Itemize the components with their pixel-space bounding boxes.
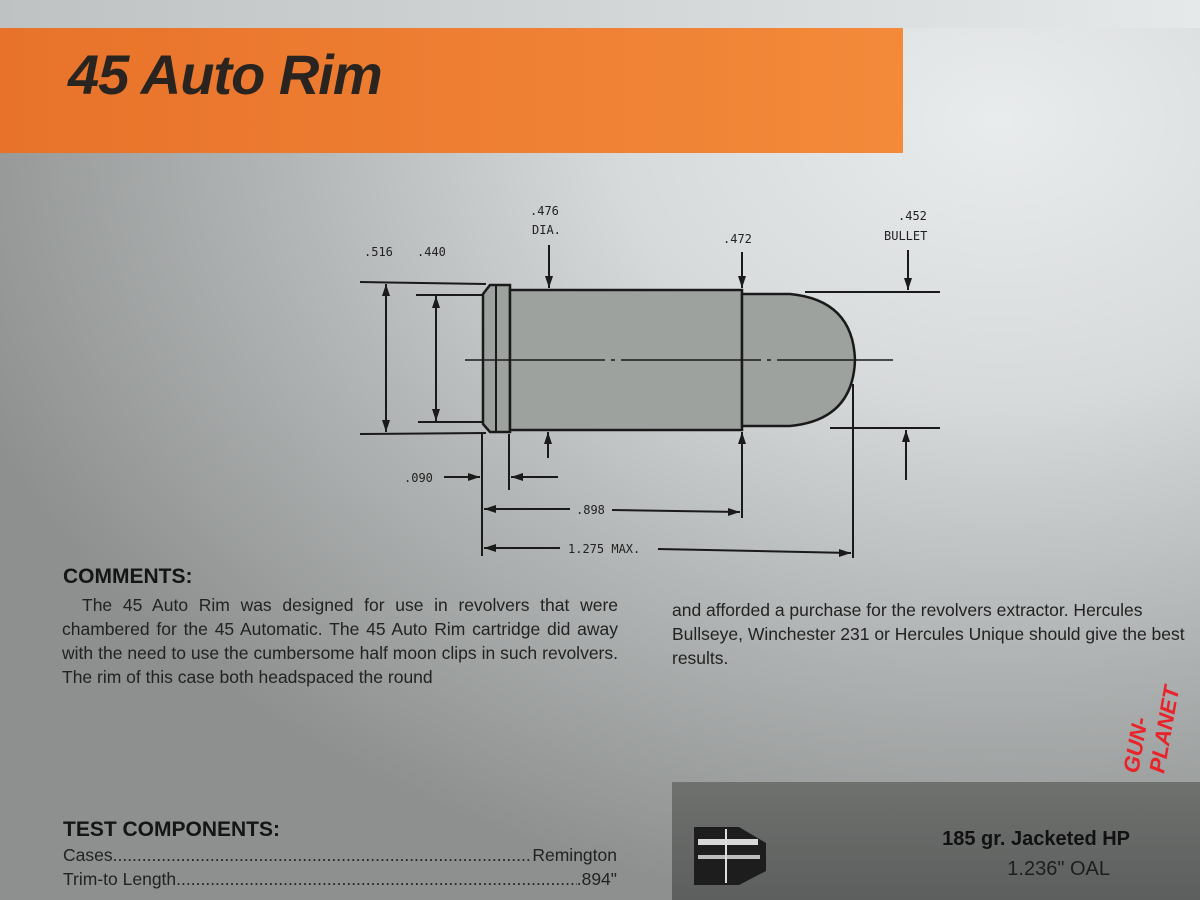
dim-line-case bbox=[611, 509, 741, 513]
component-row: Cases Remington bbox=[63, 845, 617, 866]
dim-line-oal bbox=[657, 548, 852, 554]
dim-case-length: .898 bbox=[576, 503, 605, 517]
comments-col1: The 45 Auto Rim was designed for use in … bbox=[62, 593, 618, 689]
dim-head-dia: .476 bbox=[530, 204, 559, 218]
dim-head-dia-label: DIA. bbox=[532, 223, 561, 237]
dim-rim-dia: .516 bbox=[364, 245, 393, 259]
leader-dots bbox=[113, 845, 533, 866]
dim-bullet-label: BULLET bbox=[884, 229, 927, 243]
cartridge-diagram: .516 .440 .476 DIA. .472 .452 BULLET .09… bbox=[359, 204, 940, 558]
page-title: 45 Auto Rim bbox=[68, 43, 383, 106]
dim-groove-dia: .440 bbox=[417, 245, 446, 259]
load-bullet: 185 gr. Jacketed HP bbox=[942, 828, 1130, 850]
title-banner bbox=[0, 28, 903, 153]
comments-heading: COMMENTS: bbox=[63, 565, 193, 588]
ext-line bbox=[359, 432, 487, 435]
comments-text-col2: and afforded a purchase for the revolver… bbox=[672, 600, 1185, 668]
component-label: Cases bbox=[63, 845, 113, 865]
component-value: .894" bbox=[576, 869, 617, 889]
component-row: Trim-to Length .894" bbox=[63, 869, 617, 890]
dim-oal: 1.275 MAX. bbox=[568, 542, 640, 556]
bullet-icon bbox=[694, 827, 766, 885]
watermark-logo: GUN- PLANET bbox=[1118, 682, 1184, 775]
load-oal: 1.236" OAL bbox=[1007, 858, 1110, 880]
component-value: Remington bbox=[532, 845, 617, 865]
dim-bullet-dia: .452 bbox=[898, 209, 927, 223]
page-top-edge bbox=[0, 0, 1200, 28]
comments-text-col1: The 45 Auto Rim was designed for use in … bbox=[62, 595, 618, 687]
leader-dots bbox=[176, 869, 577, 890]
test-components-heading: TEST COMPONENTS: bbox=[63, 818, 281, 841]
dim-rim-thickness: .090 bbox=[404, 471, 433, 485]
component-label: Trim-to Length bbox=[63, 869, 177, 889]
load-header-box: 185 gr. Jacketed HP 1.236" OAL bbox=[672, 782, 1200, 900]
comments-col2: and afforded a purchase for the revolver… bbox=[672, 598, 1192, 670]
dim-mouth-dia: .472 bbox=[723, 232, 752, 246]
ext-line bbox=[359, 281, 487, 285]
